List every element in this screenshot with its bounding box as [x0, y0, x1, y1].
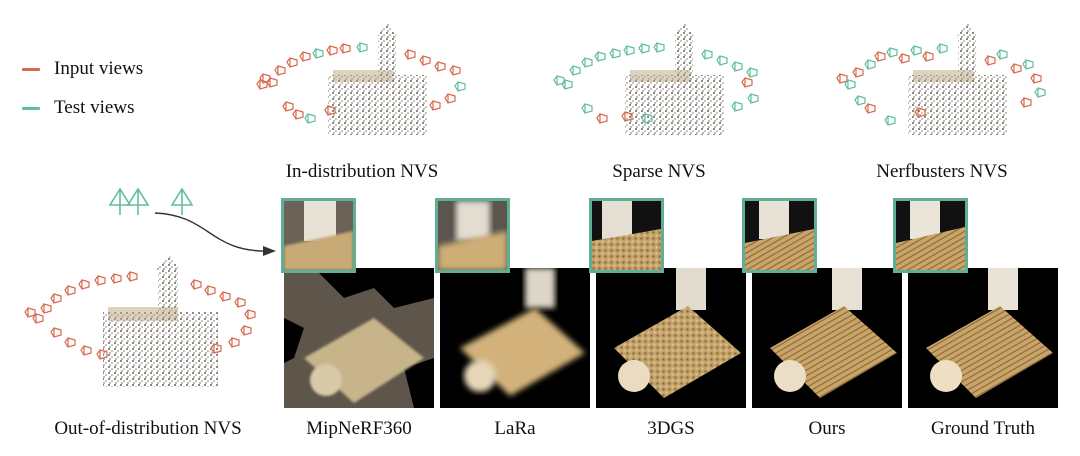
- zoom-3dgs: [589, 198, 664, 273]
- scene-sparse: [545, 20, 773, 145]
- legend-input-swatch: [22, 67, 40, 71]
- render-ours: [752, 268, 902, 408]
- point-cloud: [328, 22, 428, 135]
- legend-test-label: Test views: [54, 97, 135, 118]
- legend-input-views: Input views: [22, 58, 143, 80]
- scene-in-distribution: [248, 20, 476, 145]
- render-mipnerf360: [284, 268, 434, 408]
- legend-test-views: Test views: [22, 97, 134, 119]
- legend-input-label: Input views: [54, 58, 144, 79]
- point-cloud: [908, 22, 1008, 135]
- caption-in-distribution: In-distribution NVS: [285, 161, 439, 182]
- point-cloud: [103, 254, 218, 387]
- caption-sparse: Sparse NVS: [612, 161, 706, 182]
- ood-arrow: [154, 212, 271, 252]
- scene-nerfbusters: [828, 20, 1056, 145]
- scene-out-of-distribution: [18, 252, 278, 402]
- render-3dgs: [596, 268, 746, 408]
- legend-test-swatch: [22, 106, 40, 110]
- zoom-ours: [742, 198, 817, 273]
- point-cloud: [625, 22, 725, 135]
- caption-3dgs: 3DGS: [647, 418, 695, 439]
- ood-test-cameras: [100, 185, 290, 260]
- caption-nerfbusters: Nerfbusters NVS: [876, 161, 1008, 182]
- render-ground-truth: [908, 268, 1058, 408]
- zoom-mipnerf360: [281, 198, 356, 273]
- render-lara: [440, 268, 590, 408]
- caption-ours: Ours: [808, 418, 846, 439]
- zoom-lara: [435, 198, 510, 273]
- caption-mipnerf360: MipNeRF360: [306, 418, 412, 439]
- test-camera-icon: [108, 187, 194, 215]
- caption-lara: LaRa: [494, 418, 536, 439]
- zoom-ground-truth: [893, 198, 968, 273]
- caption-out-of-distribution: Out-of-distribution NVS: [54, 418, 242, 439]
- caption-ground-truth: Ground Truth: [931, 418, 1035, 439]
